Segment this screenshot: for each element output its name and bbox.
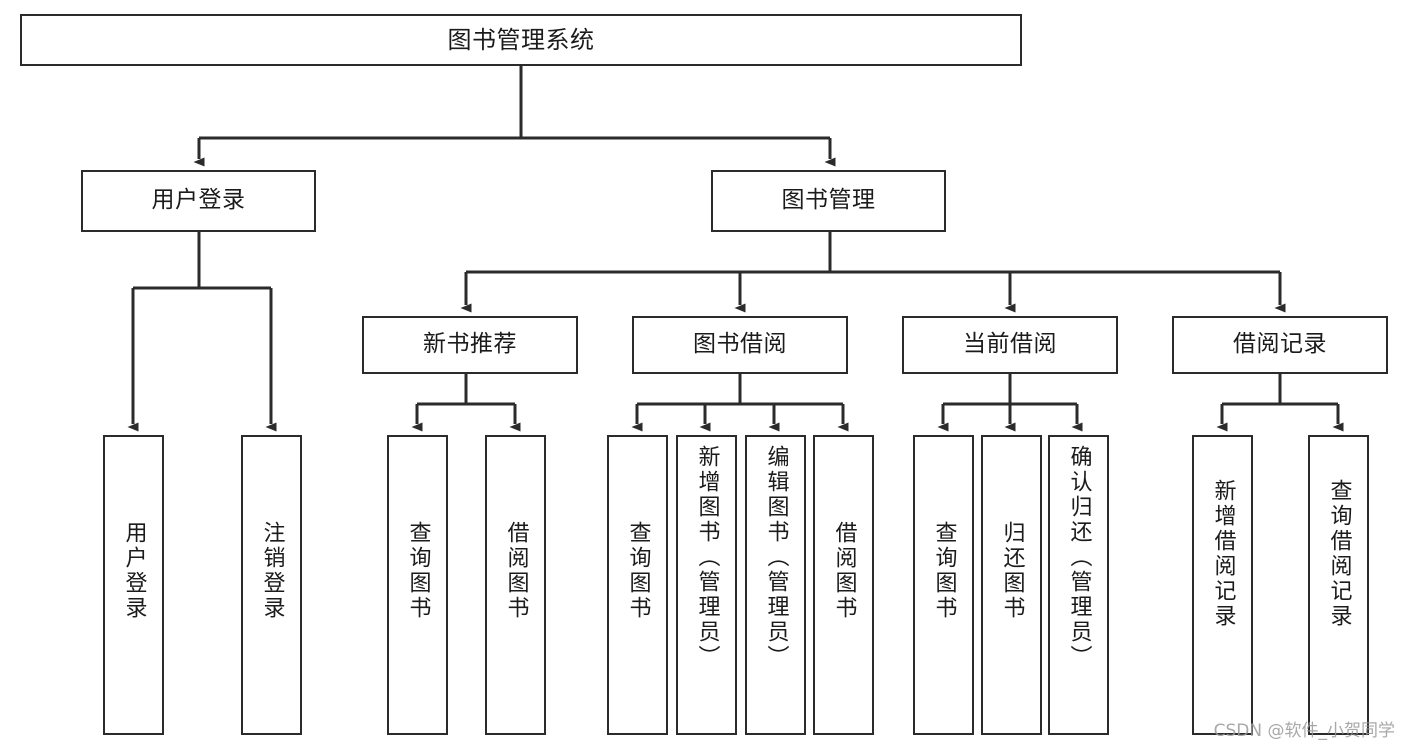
node-leaf-return-book-label: 归还图书: [999, 521, 1025, 621]
node-book-manage[interactable]: 图书管理: [711, 170, 946, 232]
node-leaf-edit-book[interactable]: 编辑图书（管理员）: [745, 435, 806, 735]
node-leaf-confirm-return-label: 确认归还（管理员）: [1066, 445, 1092, 670]
node-leaf-add-book-label: 新增图书（管理员）: [694, 445, 720, 670]
node-borrow-record-label: 借阅记录: [1233, 331, 1327, 358]
node-current-borrow[interactable]: 当前借阅: [902, 316, 1118, 374]
node-leaf-query-book-3[interactable]: 查询图书: [913, 435, 974, 735]
node-user-login-label: 用户登录: [151, 187, 246, 214]
node-new-book-recommend[interactable]: 新书推荐: [362, 316, 578, 374]
node-leaf-borrow-book-2[interactable]: 借阅图书: [813, 435, 874, 735]
node-leaf-edit-book-label: 编辑图书（管理员）: [763, 445, 789, 670]
node-book-manage-label: 图书管理: [781, 187, 876, 214]
node-leaf-logout[interactable]: 注销登录: [241, 435, 302, 735]
node-root[interactable]: 图书管理系统: [20, 14, 1022, 66]
node-leaf-query-book-1-label: 查询图书: [405, 521, 431, 621]
csdn-watermark: CSDN @软件_小贺同学: [1213, 721, 1395, 741]
node-leaf-borrow-book-2-label: 借阅图书: [831, 521, 857, 621]
node-leaf-return-book[interactable]: 归还图书: [981, 435, 1042, 735]
node-leaf-logout-label: 注销登录: [259, 521, 285, 621]
node-leaf-query-book-2-label: 查询图书: [625, 521, 651, 621]
node-leaf-borrow-book-1[interactable]: 借阅图书: [485, 435, 546, 735]
node-borrow-record[interactable]: 借阅记录: [1172, 316, 1388, 374]
node-leaf-add-record-label: 新增借阅记录: [1210, 479, 1236, 629]
node-leaf-add-book[interactable]: 新增图书（管理员）: [676, 435, 737, 735]
node-book-borrow-label: 图书借阅: [693, 331, 787, 358]
node-new-book-recommend-label: 新书推荐: [423, 331, 517, 358]
node-leaf-query-book-2[interactable]: 查询图书: [607, 435, 668, 735]
node-leaf-confirm-return[interactable]: 确认归还（管理员）: [1048, 435, 1109, 735]
node-book-borrow[interactable]: 图书借阅: [632, 316, 848, 374]
node-leaf-user-login-label: 用户登录: [121, 521, 147, 621]
node-leaf-query-record[interactable]: 查询借阅记录: [1308, 435, 1369, 735]
node-leaf-query-book-3-label: 查询图书: [931, 521, 957, 621]
node-current-borrow-label: 当前借阅: [963, 331, 1057, 358]
node-leaf-borrow-book-1-label: 借阅图书: [503, 521, 529, 621]
node-root-label: 图书管理系统: [447, 25, 595, 54]
node-user-login[interactable]: 用户登录: [81, 170, 316, 232]
node-leaf-query-record-label: 查询借阅记录: [1326, 479, 1352, 629]
node-leaf-add-record[interactable]: 新增借阅记录: [1192, 435, 1253, 735]
node-leaf-query-book-1[interactable]: 查询图书: [387, 435, 448, 735]
node-leaf-user-login[interactable]: 用户登录: [103, 435, 164, 735]
